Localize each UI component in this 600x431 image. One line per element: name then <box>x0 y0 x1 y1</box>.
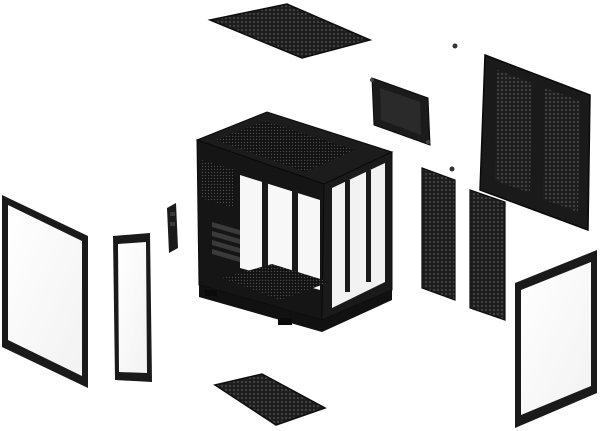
screw-icon <box>449 166 455 172</box>
right-side-steel-panel <box>479 53 591 232</box>
front-glass-panel <box>113 233 152 382</box>
top-dust-filter <box>207 3 373 59</box>
bottom-dust-filter <box>213 373 327 426</box>
left-tempered-glass-panel <box>2 195 88 388</box>
side-dust-filter-1 <box>421 167 456 301</box>
right-front-glass-panel <box>515 250 597 428</box>
screw-icon <box>452 43 458 49</box>
side-dust-filter-2 <box>469 189 506 321</box>
rear-fan-bracket <box>370 77 431 146</box>
io-bracket <box>167 203 178 253</box>
main-chassis <box>195 111 394 332</box>
